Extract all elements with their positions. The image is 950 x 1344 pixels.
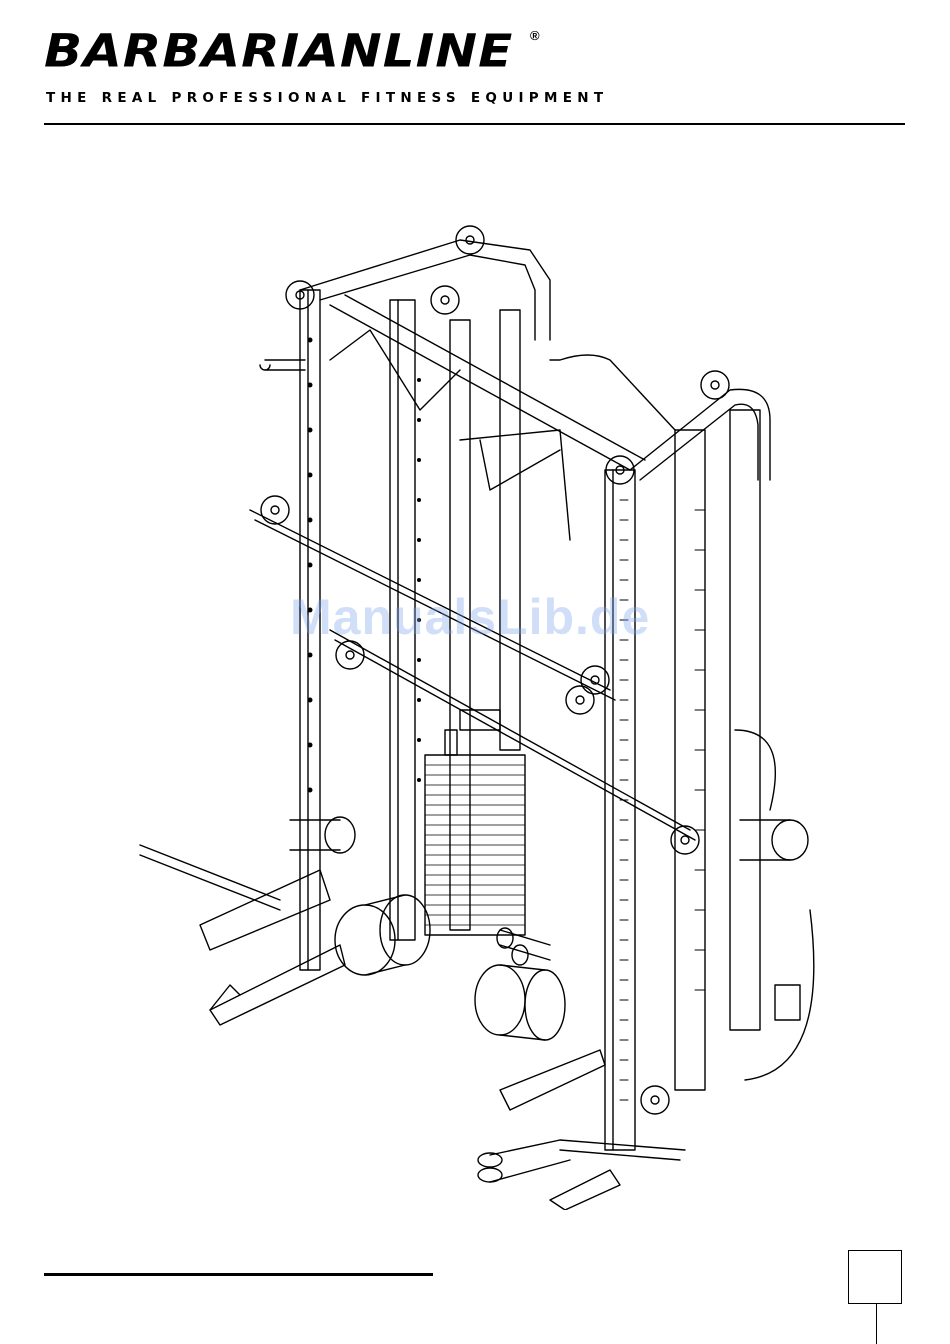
page-box-tick	[876, 1304, 877, 1344]
brand-tagline: THE REAL PROFESSIONAL FITNESS EQUIPMENT	[46, 90, 608, 106]
registered-mark: ®	[530, 28, 540, 43]
fitness-rack-illustration	[130, 210, 830, 1210]
brand-name: BARBARIANLINE	[44, 26, 513, 76]
page-number-box	[848, 1250, 902, 1304]
brand-logo: BARBARIANLINE ® THE REAL PROFESSIONAL FI…	[44, 26, 544, 110]
watermark: ManualsLib.de	[290, 588, 650, 646]
header-divider	[44, 123, 905, 125]
footer-divider	[44, 1273, 433, 1276]
